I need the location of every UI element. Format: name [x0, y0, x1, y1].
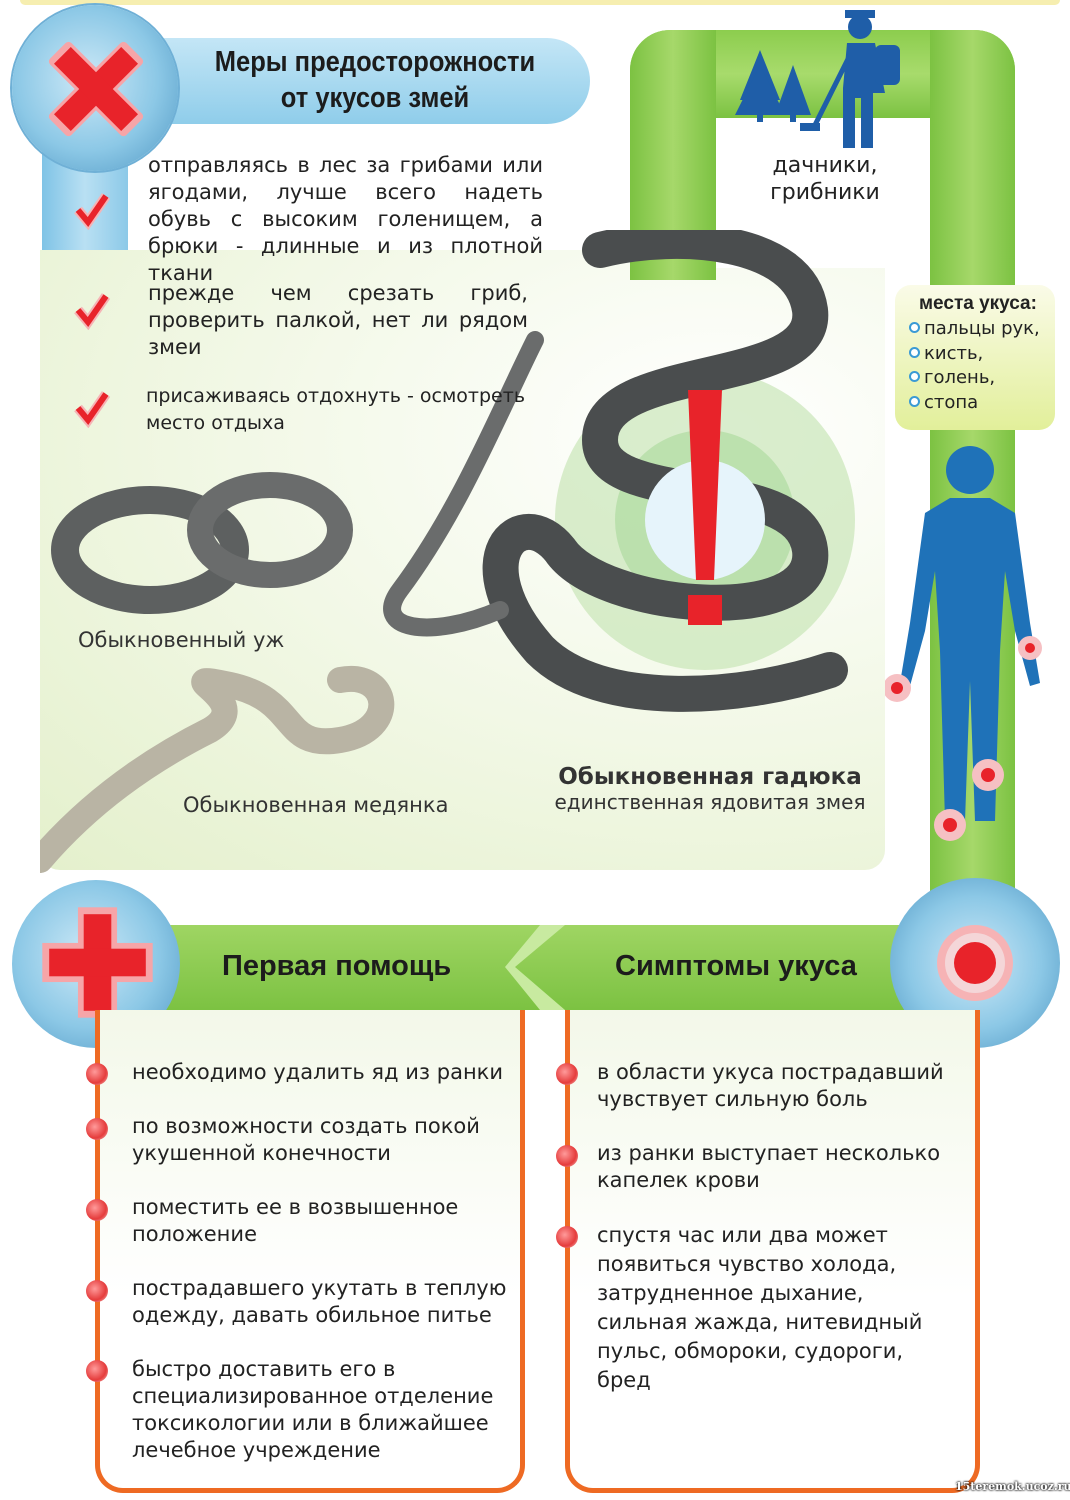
- precaution-1: отправляясь в лес за грибами или ягодами…: [148, 153, 543, 285]
- bite-places-box: места укуса: пальцы рук, кисть, голень, …: [895, 285, 1055, 430]
- arrow-left-icon: [505, 925, 565, 1010]
- smooth-snake-image: [40, 665, 395, 873]
- human-body-icon: [885, 446, 1042, 841]
- bullet-icon: [86, 1118, 108, 1140]
- watermark: 15teremok.ucoz.ru: [955, 1480, 1070, 1493]
- title-line-2: от укусов змей: [280, 82, 470, 114]
- bullet-icon: [556, 1063, 578, 1085]
- bite-place-item: кисть,: [909, 342, 1055, 367]
- mushroom-picker-icon: [735, 10, 900, 148]
- first-aid-item: быстро доставить его в специализированно…: [132, 1357, 494, 1462]
- risk-group-label: дачники, грибники: [770, 153, 880, 205]
- adder-snake-image: [383, 230, 848, 712]
- target-icon: [937, 925, 1013, 1001]
- page-title: Меры предосторожности от укусов змей: [195, 44, 556, 116]
- bite-marker-icon: [885, 674, 911, 702]
- first-aid-item: необходимо удалить яд из ранки: [132, 1060, 504, 1084]
- bullet-icon: [86, 1360, 108, 1382]
- first-aid-title: Первая помощь: [222, 950, 452, 982]
- first-aid-box: [95, 1010, 525, 1493]
- bite-place-item: стопа: [909, 391, 1055, 416]
- bullet-icon: [556, 1226, 578, 1248]
- cross-x-icon: [48, 41, 144, 137]
- bullet-icon: [86, 1199, 108, 1221]
- medical-cross-icon: [42, 907, 153, 1018]
- top-border: [20, 0, 1060, 5]
- grass-snake-image: [51, 472, 353, 614]
- grass-snake-label: Обыкновенный уж: [78, 628, 285, 652]
- exclamation-icon: [645, 390, 765, 625]
- title-banner: [150, 38, 590, 124]
- snakes-illustration: [40, 230, 855, 873]
- adder-caption: Обыкновенная гадюка единственная ядовита…: [540, 764, 880, 814]
- bite-place-item: пальцы рук,: [909, 317, 1055, 342]
- symptom-item: из ранки выступает несколько капелек кро…: [597, 1141, 941, 1192]
- bullet-icon: [86, 1063, 108, 1085]
- adder-label: Обыкновенная гадюка: [558, 764, 862, 790]
- adder-note: единственная ядовитая змея: [554, 790, 866, 814]
- bullet-icon: [556, 1145, 578, 1167]
- bullet-icon: [86, 1280, 108, 1302]
- bite-places-heading: места укуса:: [919, 293, 1037, 314]
- symptom-item: в области укуса пострадавший чувствует с…: [597, 1060, 944, 1111]
- checkmark-icon: [74, 391, 111, 428]
- symptom-item: спустя час или два может появиться чувст…: [597, 1223, 923, 1392]
- precaution-3: присаживаясь отдохнуть - осмотреть место…: [146, 385, 526, 434]
- bite-place-item: голень,: [909, 366, 1055, 391]
- symptoms-box: [565, 1010, 980, 1493]
- smooth-snake-label: Обыкновенная медянка: [183, 793, 449, 817]
- first-aid-item: пострадавшего укутать в теплую одежду, д…: [132, 1276, 507, 1327]
- first-aid-item: поместить ее в возвышенное положение: [132, 1195, 459, 1246]
- title-line-1: Меры предосторожности: [214, 46, 536, 78]
- symptoms-title: Симптомы укуса: [615, 950, 857, 982]
- precaution-2: прежде чем срезать гриб, проверить палко…: [148, 281, 528, 359]
- bottom-green-band: [95, 925, 1015, 1010]
- first-aid-item: по возможности создать покой укушенной к…: [132, 1114, 480, 1165]
- checkmark-icon: [74, 293, 111, 330]
- checkmark-icon: [74, 193, 111, 230]
